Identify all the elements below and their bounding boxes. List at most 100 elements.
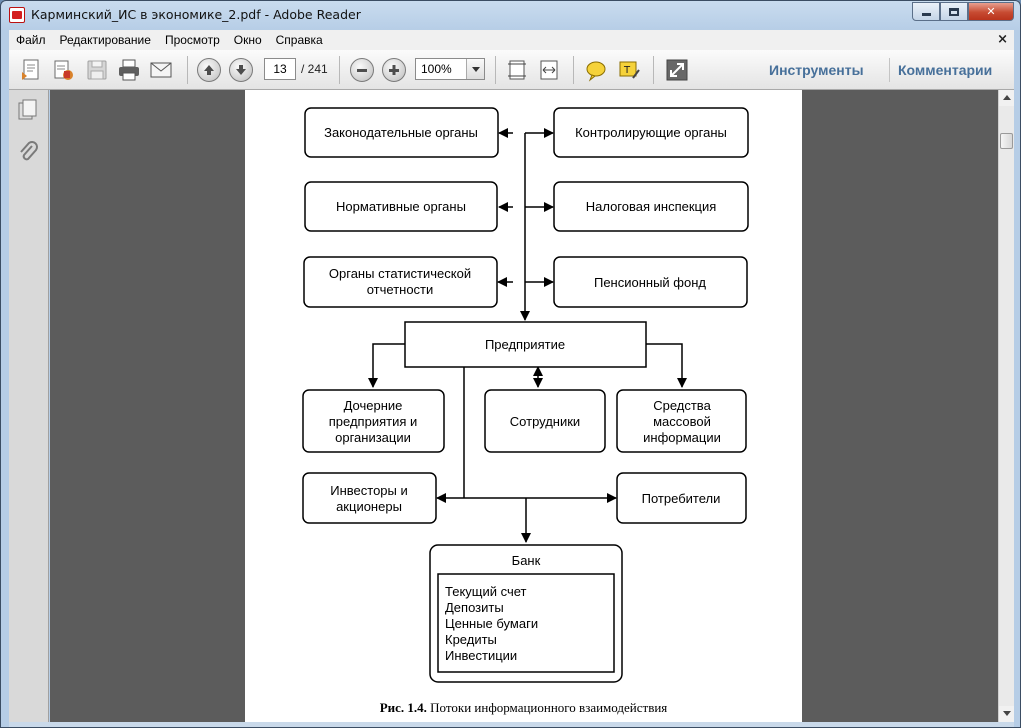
comments-pane-link[interactable]: Комментарии <box>898 62 993 78</box>
document-close-icon[interactable]: × <box>997 32 1008 47</box>
arrow-to-subsidiaries <box>368 343 405 388</box>
label-stats-line2: отчетности <box>367 282 434 297</box>
maximize-button[interactable] <box>940 2 968 21</box>
menu-view[interactable]: Просмотр <box>164 33 220 47</box>
create-pdf-icon[interactable] <box>19 58 43 82</box>
fit-width-icon[interactable] <box>537 58 561 82</box>
information-flow-diagram: Законодательные органы Контролирующие ор… <box>302 107 749 683</box>
box-normative <box>304 181 498 232</box>
label-subsidiaries-line3: организации <box>335 430 411 445</box>
comment-icon[interactable] <box>584 58 608 82</box>
tools-pane-link[interactable]: Инструменты <box>769 62 864 78</box>
bank-item: Депозиты <box>445 600 504 615</box>
label-subsidiaries-line1: Дочерние <box>344 398 403 413</box>
label-legislative: Законодательные органы <box>324 125 478 140</box>
arrow-to-media <box>646 343 687 388</box>
menu-help[interactable]: Справка <box>275 33 323 47</box>
label-subsidiaries-line2: предприятия и <box>329 414 418 429</box>
toolbar-separator <box>653 56 654 84</box>
zoom-in-button[interactable] <box>382 58 406 82</box>
box-controlling <box>553 107 749 158</box>
box-tax <box>553 181 749 232</box>
label-investors-line2: акционеры <box>336 499 402 514</box>
next-page-button[interactable] <box>229 58 253 82</box>
box-enterprise <box>404 321 647 368</box>
scroll-thumb[interactable] <box>1000 133 1013 149</box>
plus-icon <box>389 65 399 75</box>
minimize-button[interactable] <box>912 2 940 21</box>
zoom-out-button[interactable] <box>350 58 374 82</box>
fit-page-icon[interactable] <box>505 58 529 82</box>
label-normative: Нормативные органы <box>336 199 466 214</box>
toolbar-separator <box>339 56 340 84</box>
minimize-icon <box>921 13 931 16</box>
previous-page-button[interactable] <box>197 58 221 82</box>
email-icon[interactable] <box>149 58 173 82</box>
figure-caption: Рис. 1.4. Потоки информационного взаимод… <box>245 700 802 716</box>
print-icon[interactable] <box>117 58 141 82</box>
box-media <box>616 389 747 453</box>
bank-item: Кредиты <box>445 632 497 647</box>
toolbar-separator <box>573 56 574 84</box>
caption-label: Рис. 1.4. <box>379 700 427 715</box>
toolbar-separator <box>495 56 496 84</box>
toolbar: 13 / 241 100% T <box>9 50 1014 90</box>
arrow-down-icon <box>236 65 246 75</box>
page-total: / 241 <box>301 62 328 76</box>
box-consumers <box>616 472 747 524</box>
open-file-icon[interactable] <box>51 58 75 82</box>
pdf-page: Законодательные органы Контролирующие ор… <box>245 90 802 722</box>
close-icon: ✕ <box>986 5 996 18</box>
scroll-down-icon[interactable] <box>999 706 1014 722</box>
label-employees: Сотрудники <box>510 414 580 429</box>
bank-item: Инвестиции <box>445 648 517 663</box>
attachments-icon[interactable] <box>17 140 39 164</box>
window-bottom-border <box>9 722 1014 727</box>
highlight-text-icon[interactable]: T <box>617 58 641 82</box>
menu-window[interactable]: Окно <box>233 33 262 47</box>
close-button[interactable]: ✕ <box>968 2 1014 21</box>
window-title: Карминский_ИС в экономике_2.pdf - Adobe … <box>31 7 361 22</box>
label-controlling: Контролирующие органы <box>575 125 727 140</box>
menu-edit[interactable]: Редактирование <box>59 33 151 47</box>
box-stats <box>303 256 498 308</box>
pdf-app-icon <box>9 7 25 23</box>
label-media-line3: информации <box>643 430 721 445</box>
label-bank: Банк <box>512 553 541 568</box>
scroll-up-icon[interactable] <box>999 90 1014 106</box>
toolbar-separator <box>187 56 188 84</box>
menu-file[interactable]: Файл <box>16 33 46 47</box>
page-number-input[interactable]: 13 <box>264 58 296 80</box>
label-investors-line1: Инвесторы и <box>330 483 408 498</box>
box-pension <box>553 256 748 308</box>
title-bar[interactable]: Карминский_ИС в экономике_2.pdf - Adobe … <box>1 1 1020 29</box>
label-enterprise: Предприятие <box>485 337 565 352</box>
label-consumers: Потребители <box>642 491 721 506</box>
label-media-line2: массовой <box>653 414 711 429</box>
full-screen-icon[interactable] <box>665 58 689 82</box>
label-tax: Налоговая инспекция <box>586 199 717 214</box>
bank-item: Ценные бумаги <box>445 616 538 631</box>
caption-text: Потоки информационного взаимодействия <box>426 700 668 715</box>
label-pension: Пенсионный фонд <box>594 275 706 290</box>
box-investors <box>302 472 437 524</box>
bank-services-box <box>437 573 615 673</box>
document-viewport[interactable]: Законодательные органы Контролирующие ор… <box>50 90 998 722</box>
chevron-down-icon[interactable] <box>466 59 484 79</box>
minus-icon <box>357 69 367 72</box>
page-thumbnails-icon[interactable] <box>17 98 39 122</box>
connectors <box>368 128 687 543</box>
menu-bar: Файл Редактирование Просмотр Окно Справк… <box>9 30 1014 50</box>
zoom-value: 100% <box>421 62 452 76</box>
window-controls: ✕ <box>912 2 1014 21</box>
vertical-scrollbar[interactable] <box>998 90 1014 722</box>
box-employees <box>484 389 606 453</box>
label-stats-line1: Органы статистической <box>329 266 471 281</box>
zoom-dropdown[interactable]: 100% <box>415 58 485 80</box>
maximize-icon <box>949 7 959 16</box>
box-legislative <box>304 107 499 158</box>
svg-text:T: T <box>623 65 631 76</box>
toolbar-separator <box>889 58 890 82</box>
save-icon[interactable] <box>85 58 109 82</box>
